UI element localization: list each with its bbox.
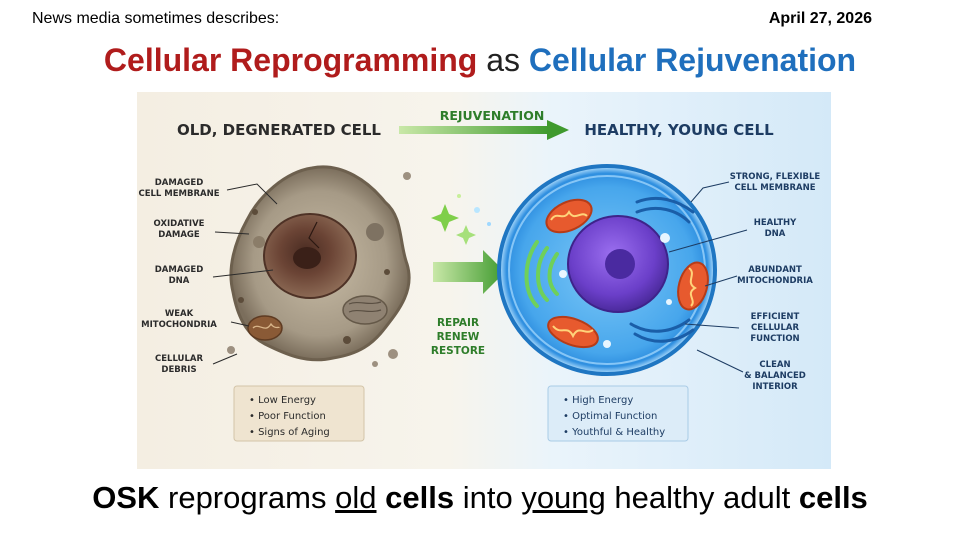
illustration-canvas: OLD, DEGNERATED CELL HEALTHY, YOUNG CELL…	[137, 92, 831, 469]
old-cell-labels: DAMAGED CELL MEMBRANE OXIDATIVE DAMAGE D…	[138, 178, 219, 375]
sparkles	[431, 194, 491, 245]
young-label-interior-1: CLEAN	[759, 360, 790, 370]
old-label-membrane-1: DAMAGED	[155, 178, 204, 188]
young-label-interior-2: & BALANCED	[744, 371, 806, 381]
young-label-mito-1: ABUNDANT	[748, 265, 802, 275]
old-label-debris-1: CELLULAR	[155, 354, 203, 364]
young-box-item-3: • Youthful & Healthy	[563, 427, 665, 438]
header-date: April 27, 2026	[768, 10, 872, 27]
caption-cells-2: cells	[798, 480, 868, 515]
young-label-membrane-1: STRONG, FLEXIBLE	[730, 172, 821, 182]
title-as: as	[486, 42, 520, 78]
title-rejuvenation: Cellular Rejuvenation	[528, 42, 857, 78]
rejuvenation-label: REJUVENATION	[440, 108, 545, 123]
caption-reprograms: reprograms	[168, 480, 327, 515]
old-info-box: • Low Energy • Poor Function • Signs of …	[233, 385, 365, 442]
old-label-oxidative-2: DAMAGE	[158, 230, 200, 240]
caption-into: into	[462, 480, 513, 515]
old-label-membrane-2: CELL MEMBRANE	[138, 189, 219, 199]
slide-title: Cellular Reprogramming as Cellular Rejuv…	[0, 42, 960, 79]
young-label-function-3: FUNCTION	[750, 334, 799, 344]
young-box-item-2: • Optimal Function	[563, 411, 657, 422]
old-label-dna-1: DAMAGED	[155, 265, 204, 275]
old-cell-heading: OLD, DEGNERATED CELL	[177, 121, 381, 139]
young-label-leaders	[668, 181, 748, 373]
old-label-oxidative-1: OXIDATIVE	[154, 219, 205, 229]
old-label-mito-2: MITOCHONDRIA	[141, 320, 217, 330]
bottom-caption: OSK reprograms old cells into young heal…	[0, 480, 960, 516]
repair-arrow	[433, 250, 505, 294]
young-er	[629, 196, 695, 343]
rejuvenation-arrow	[399, 120, 569, 140]
young-label-dna-2: DNA	[765, 229, 786, 239]
repair-word-1: REPAIR	[437, 317, 479, 329]
header-note: News media sometimes describes:	[32, 10, 280, 27]
old-label-debris-2: DEBRIS	[161, 365, 196, 375]
young-label-dna-1: HEALTHY	[754, 218, 797, 228]
rejuvenation-illustration: OLD, DEGNERATED CELL HEALTHY, YOUNG CELL…	[137, 92, 831, 469]
young-label-mito-2: MITOCHONDRIA	[737, 276, 813, 286]
young-cell-heading: HEALTHY, YOUNG CELL	[584, 121, 774, 139]
old-box-item-1: • Low Energy	[249, 395, 316, 406]
repair-word-2: RENEW	[437, 331, 480, 343]
young-info-box: • High Energy • Optimal Function • Youth…	[547, 385, 689, 442]
repair-word-3: RESTORE	[431, 345, 485, 357]
title-reprogramming: Cellular Reprogramming	[103, 42, 478, 78]
caption-osk: OSK	[92, 480, 160, 515]
young-label-function-2: CELLULAR	[751, 323, 799, 333]
young-mitochondrion-3	[547, 315, 599, 349]
young-label-interior-3: INTERIOR	[752, 382, 798, 392]
young-label-function-1: EFFICIENT	[751, 312, 800, 322]
old-label-dna-2: DNA	[169, 276, 190, 286]
young-mitochondrion-2	[677, 261, 709, 311]
caption-old: old	[335, 480, 377, 515]
young-box-item-1: • High Energy	[563, 395, 633, 406]
young-mitochondrion-1	[545, 198, 593, 234]
old-box-item-3: • Signs of Aging	[249, 427, 330, 438]
young-golgi	[524, 240, 559, 308]
caption-cells-1: cells	[385, 480, 455, 515]
caption-young: young	[521, 480, 606, 515]
young-cell-labels: STRONG, FLEXIBLE CELL MEMBRANE HEALTHY D…	[730, 172, 821, 392]
repair-words: REPAIR RENEW RESTORE	[431, 317, 485, 357]
old-cell	[227, 165, 411, 367]
old-label-mito-1: WEAK	[165, 309, 194, 319]
caption-healthy-adult: healthy adult	[614, 480, 791, 515]
young-cell	[497, 164, 717, 376]
young-label-membrane-2: CELL MEMBRANE	[734, 183, 815, 193]
old-box-item-2: • Poor Function	[249, 411, 326, 422]
old-label-leaders	[212, 183, 278, 365]
